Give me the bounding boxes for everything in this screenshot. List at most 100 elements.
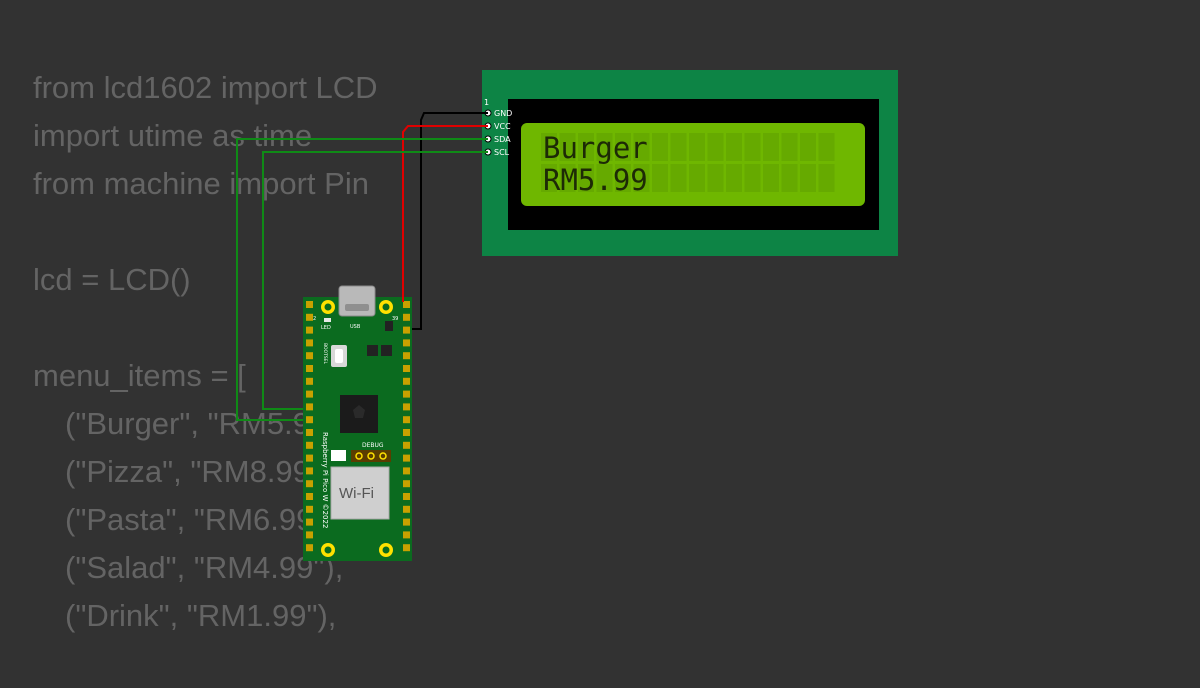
pico-gpio-pins	[306, 301, 410, 552]
pin-number-left: 2	[313, 316, 316, 322]
lcd-cell	[541, 133, 557, 161]
chip	[385, 321, 393, 331]
gpio-pin	[403, 352, 410, 360]
gpio-pin	[403, 441, 410, 449]
gpio-pin	[306, 313, 313, 321]
code-line: from machine import Pin	[33, 166, 369, 201]
gpio-pin	[403, 480, 410, 488]
usb-port	[345, 304, 369, 311]
wire-gnd	[412, 112, 488, 330]
usb-label: USB	[350, 324, 361, 330]
gpio-pin	[306, 544, 313, 552]
lcd-cell	[800, 164, 816, 192]
lcd-cell	[578, 164, 594, 192]
gpio-pin	[306, 339, 313, 347]
lcd-cell	[633, 164, 650, 192]
lcd-cell	[633, 133, 650, 161]
pico-w-board[interactable]: USB 2 39 LED BOOTSEL DEBUG Raspberry Pi …	[303, 285, 412, 561]
gpio-pin	[403, 377, 410, 385]
gpio-pin	[403, 301, 410, 308]
code-line: from lcd1602 import LCD	[33, 70, 378, 105]
debug-label: DEBUG	[362, 442, 384, 449]
gpio-pin	[403, 454, 410, 462]
gpio-pin	[403, 365, 410, 372]
lcd-cell	[596, 133, 613, 161]
gpio-pin	[306, 377, 313, 385]
chip	[367, 345, 378, 356]
lcd-cell	[652, 164, 668, 192]
lcd-pin-label: SDA	[494, 135, 511, 144]
gpio-pin	[403, 518, 410, 526]
code-line: import utime as time	[33, 118, 313, 153]
lcd-cell	[781, 133, 798, 161]
gpio-pin	[306, 301, 313, 308]
lcd-cell	[818, 164, 835, 192]
lcd-cell	[652, 133, 668, 161]
gpio-pin	[306, 493, 313, 500]
gpio-pin	[306, 467, 313, 475]
gpio-pin	[403, 416, 410, 424]
gpio-pin	[306, 454, 313, 462]
code-line: ("Drink", "RM1.99"),	[65, 598, 337, 633]
pin-number-right: 39	[392, 316, 398, 322]
usb-connector	[338, 285, 376, 317]
board-name: Raspberry Pi Pico W ©2022	[321, 432, 329, 528]
lcd-cell	[559, 164, 576, 192]
lcd-cell	[800, 133, 816, 161]
gpio-pin	[306, 352, 313, 360]
chip	[381, 345, 392, 356]
gpio-pin	[403, 390, 410, 398]
lcd-cell	[670, 164, 687, 192]
gpio-pin	[403, 467, 410, 475]
lcd-cell	[559, 133, 576, 161]
gpio-pin	[403, 544, 410, 552]
lcd-pin-label: VCC	[494, 122, 511, 131]
lcd-cell	[781, 164, 798, 192]
lcd-cell	[763, 133, 779, 161]
gpio-pin	[403, 403, 410, 411]
lcd-cell	[726, 133, 742, 161]
lcd-cell	[689, 164, 705, 192]
wire-vcc	[402, 125, 488, 302]
lcd-cell	[707, 164, 724, 192]
code-line: menu_items = [	[33, 358, 246, 393]
lcd-cell	[541, 164, 557, 192]
lcd-pin-label: GND	[494, 109, 512, 118]
lcd-cell	[578, 133, 594, 161]
bootsel-cap	[335, 349, 343, 363]
gpio-pin	[403, 339, 410, 347]
gpio-pin	[403, 505, 410, 513]
wifi-label: Wi-Fi	[339, 485, 374, 502]
gpio-pin	[306, 365, 313, 372]
lcd-cell	[763, 164, 779, 192]
gpio-pin	[306, 441, 313, 449]
led-label: LED	[321, 325, 331, 331]
gpio-pin	[403, 493, 410, 500]
wire-set[interactable]	[236, 112, 488, 421]
gpio-pin	[403, 531, 410, 539]
gpio-pin	[306, 505, 313, 513]
debug-header	[351, 450, 391, 462]
gpio-pin	[306, 518, 313, 526]
gpio-pin	[403, 313, 410, 321]
gpio-pin	[306, 480, 313, 488]
gpio-pin	[403, 326, 410, 334]
lcd1602-module[interactable]: Burger RM5.99 1 GND VCC SDA SCL	[482, 70, 898, 256]
lcd-cell	[726, 164, 742, 192]
lcd-cell-grid	[541, 133, 835, 192]
lcd-cell	[707, 133, 724, 161]
gpio-pin	[306, 429, 313, 436]
lcd-cell	[615, 133, 631, 161]
lcd-pin-label: SCL	[494, 148, 510, 157]
lcd-cell	[615, 164, 631, 192]
wire-sda	[236, 138, 488, 421]
lcd-cell	[689, 133, 705, 161]
gpio-pin	[306, 390, 313, 398]
lcd-line-1: Burger	[543, 131, 648, 165]
lcd-line-2: RM5.99	[543, 163, 648, 197]
gpio-pin	[306, 326, 313, 334]
lcd-pin-index: 1	[484, 98, 489, 107]
wire-scl	[262, 151, 488, 410]
bootsel-label: BOOTSEL	[322, 343, 328, 365]
lcd-cell	[744, 133, 761, 161]
